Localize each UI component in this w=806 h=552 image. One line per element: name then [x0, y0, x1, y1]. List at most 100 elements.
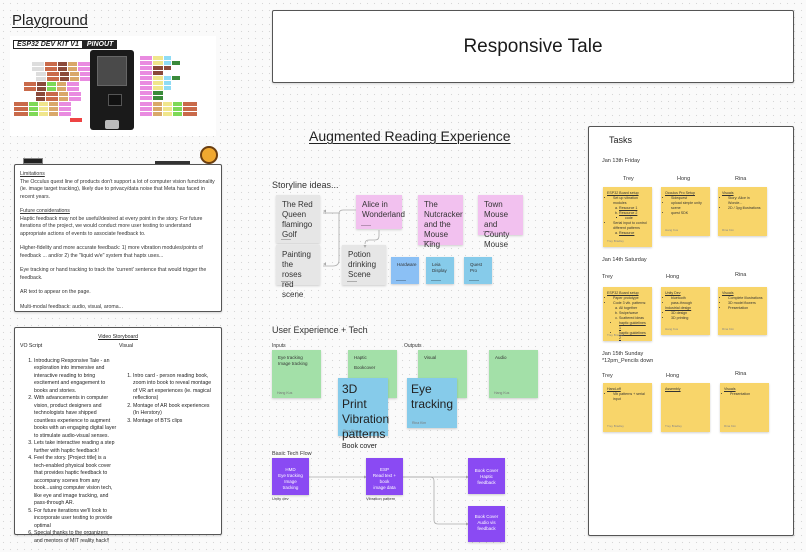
- sticky-text: Town Mouse and County Mouse: [484, 200, 510, 249]
- task-note[interactable]: Visuals Story: Alice in Wonde... 2D / 3p…: [718, 187, 767, 236]
- task-item: Set up vibration modules: [613, 196, 648, 206]
- task-item: 3D design: [671, 311, 706, 316]
- task-heading: ESP32 Board setup: [607, 291, 639, 295]
- tasks-title: Tasks: [609, 135, 633, 145]
- flow-node-title: HMD: [285, 467, 296, 472]
- task-link[interactable]: Resource 1: [619, 206, 648, 211]
- usb-port: [105, 120, 119, 129]
- task-author: Rina Kim: [722, 228, 735, 232]
- flow-node-text: Haptic feedback: [477, 474, 496, 485]
- vo-item: With advancements in computer vision, pr…: [34, 395, 117, 440]
- person-label: Trey: [623, 176, 634, 182]
- task-item: 3D printing: [671, 316, 706, 321]
- pin-row: [24, 82, 79, 86]
- sticky-note[interactable]: Alice in Wonderland: [356, 195, 405, 229]
- task-link[interactable]: haptic guidelines 2: [619, 331, 648, 341]
- flow-node-hmd[interactable]: HMD Eye tracking Image tracking: [272, 458, 309, 495]
- flow-node-title: Book Cover: [474, 468, 499, 473]
- day-label: Jan 14th Saturday: [602, 257, 647, 263]
- task-author: Rina Kim: [724, 424, 737, 428]
- pin-row: [140, 112, 197, 116]
- task-author: Hang Kus: [665, 228, 679, 232]
- pin-row: [36, 92, 81, 96]
- fidelity-text: Higher-fidelity and more accurate feedba…: [20, 245, 203, 259]
- section-title: Augmented Reading Experience: [309, 128, 511, 144]
- pin-row: [140, 102, 197, 106]
- task-note[interactable]: Visuals Complete Illustrations 3D model …: [718, 287, 767, 335]
- pin-row: [14, 107, 71, 111]
- sticky-note-feature[interactable]: 3D Print Vibration patterns Book cover R…: [338, 378, 389, 450]
- pin-row: [140, 56, 171, 60]
- sticky-note[interactable]: The Red Queen flamingo Golf: [276, 195, 320, 243]
- task-heading: Visuals: [722, 191, 734, 195]
- task-author: Trey Bradley: [665, 424, 682, 428]
- task-note[interactable]: Assembly Trey Bradley: [661, 383, 710, 432]
- task-note[interactable]: ESP32 Board setup Set up vibration modul…: [603, 187, 652, 247]
- task-link[interactable]: haptic guidelines 1: [619, 321, 648, 331]
- person-label: Trey: [602, 373, 613, 379]
- sticky-note-feature[interactable]: Eye tracking Rina Kim: [407, 378, 457, 428]
- pin-row: [32, 67, 90, 71]
- task-item: Paper prototype: [613, 296, 648, 301]
- pin-row: [32, 62, 90, 66]
- storyboard-frame[interactable]: Video Storyboard VO Script Introducing R…: [14, 327, 222, 544]
- task-link[interactable]: Resource 2: [619, 211, 648, 216]
- sticky-note-output[interactable]: Audio Hang Kus: [489, 350, 538, 398]
- task-note[interactable]: ESP32 Board setup Paper prototype Code 3…: [603, 287, 652, 341]
- pin-row: [24, 87, 79, 91]
- sticky-note-input[interactable]: Eye tracking Image tracking Hang Kus: [272, 350, 321, 398]
- sticky-note[interactable]: Hardware: [391, 257, 419, 284]
- task-author: Hang Kus: [665, 327, 679, 331]
- storyline-heading: Storyline ideas...: [272, 180, 339, 190]
- sticky-author: Hang Kus: [277, 391, 293, 395]
- task-link[interactable]: Resource: [619, 231, 648, 236]
- flow-node-text: Read text + book: [372, 473, 397, 484]
- sticky-author: Rina Kim: [412, 421, 427, 425]
- limitations-heading: Limitations: [20, 171, 45, 177]
- task-note[interactable]: Visuals Presentation Rina Kim: [720, 383, 769, 432]
- pin-row: [140, 76, 180, 80]
- title-frame[interactable]: Responsive Tale: [272, 10, 794, 83]
- sticky-note[interactable]: Leia Display: [426, 257, 454, 284]
- sticky-note[interactable]: Painting the roses red scene: [276, 245, 320, 299]
- vo-item: Feel the story. [Project title] is a tec…: [34, 455, 117, 508]
- outputs-label: Outputs: [404, 343, 422, 349]
- task-heading: Assembly: [665, 387, 681, 391]
- task-note[interactable]: Unity Dev bluetooth pass-through Industr…: [661, 287, 710, 335]
- flow-caption: Unity dev: [272, 496, 289, 501]
- future-text: Haptic feedback may not be useful/desire…: [20, 215, 203, 237]
- task-item: Sidequest: [671, 196, 706, 201]
- tasks-frame[interactable]: Tasks Jan 13th Friday Trey Hong Rina ESP…: [588, 126, 794, 536]
- task-heading: ESP32 Board setup: [607, 191, 639, 195]
- flow-node-audio[interactable]: Book Cover Audio vis feedback: [468, 506, 505, 542]
- flow-node-esp[interactable]: ESP Read text + book image data: [366, 458, 403, 495]
- task-note[interactable]: Occulus Pro Setup Sidequest upload simpl…: [661, 187, 710, 236]
- sticky-note[interactable]: Potion drinking Scene: [342, 245, 386, 285]
- task-note[interactable]: Hand-off Vib patterns + serial input Tre…: [603, 383, 652, 432]
- esp32-pinout-image[interactable]: ESP32 DEV KIT V1 PINOUT: [10, 36, 218, 165]
- sticky-author: Hang Kus: [494, 391, 510, 395]
- task-item: upload simple unity scene: [671, 201, 706, 211]
- task-item: Presentation: [730, 392, 765, 397]
- flow-node-haptic[interactable]: Book Cover Haptic feedback: [468, 458, 505, 494]
- sticky-note[interactable]: Town Mouse and County Mouse: [478, 195, 523, 249]
- vo-item: Introducing Responsive Tale - an explora…: [34, 358, 117, 396]
- person-label: Hong: [666, 274, 680, 280]
- bee-logo-icon: [200, 146, 218, 164]
- vo-script-header: VO Script: [20, 343, 43, 349]
- sticky-note[interactable]: Quest Pro: [464, 257, 492, 284]
- task-item: 3D model flowers: [728, 301, 763, 306]
- visual-item: Intro card - person reading book, zoom i…: [133, 373, 216, 403]
- person-label: Rina: [735, 371, 747, 377]
- sticky-text: Image tracking: [278, 361, 308, 366]
- pin-row: [140, 61, 180, 65]
- sticky-note[interactable]: The Nutcracker and the Mouse King: [418, 195, 463, 249]
- ar-text: AR text to appear on the page.: [20, 289, 91, 295]
- sticky-text: Painting the roses red scene: [282, 250, 311, 299]
- task-item: Code 3 vib. patterns:: [613, 301, 648, 306]
- esp32-board: [90, 50, 134, 130]
- pin-row: [140, 107, 197, 111]
- task-item: Presentation: [728, 306, 763, 311]
- sticky-text: Visual: [424, 355, 437, 360]
- notes-frame[interactable]: Limitations The Occulus quest line of pr…: [14, 164, 222, 312]
